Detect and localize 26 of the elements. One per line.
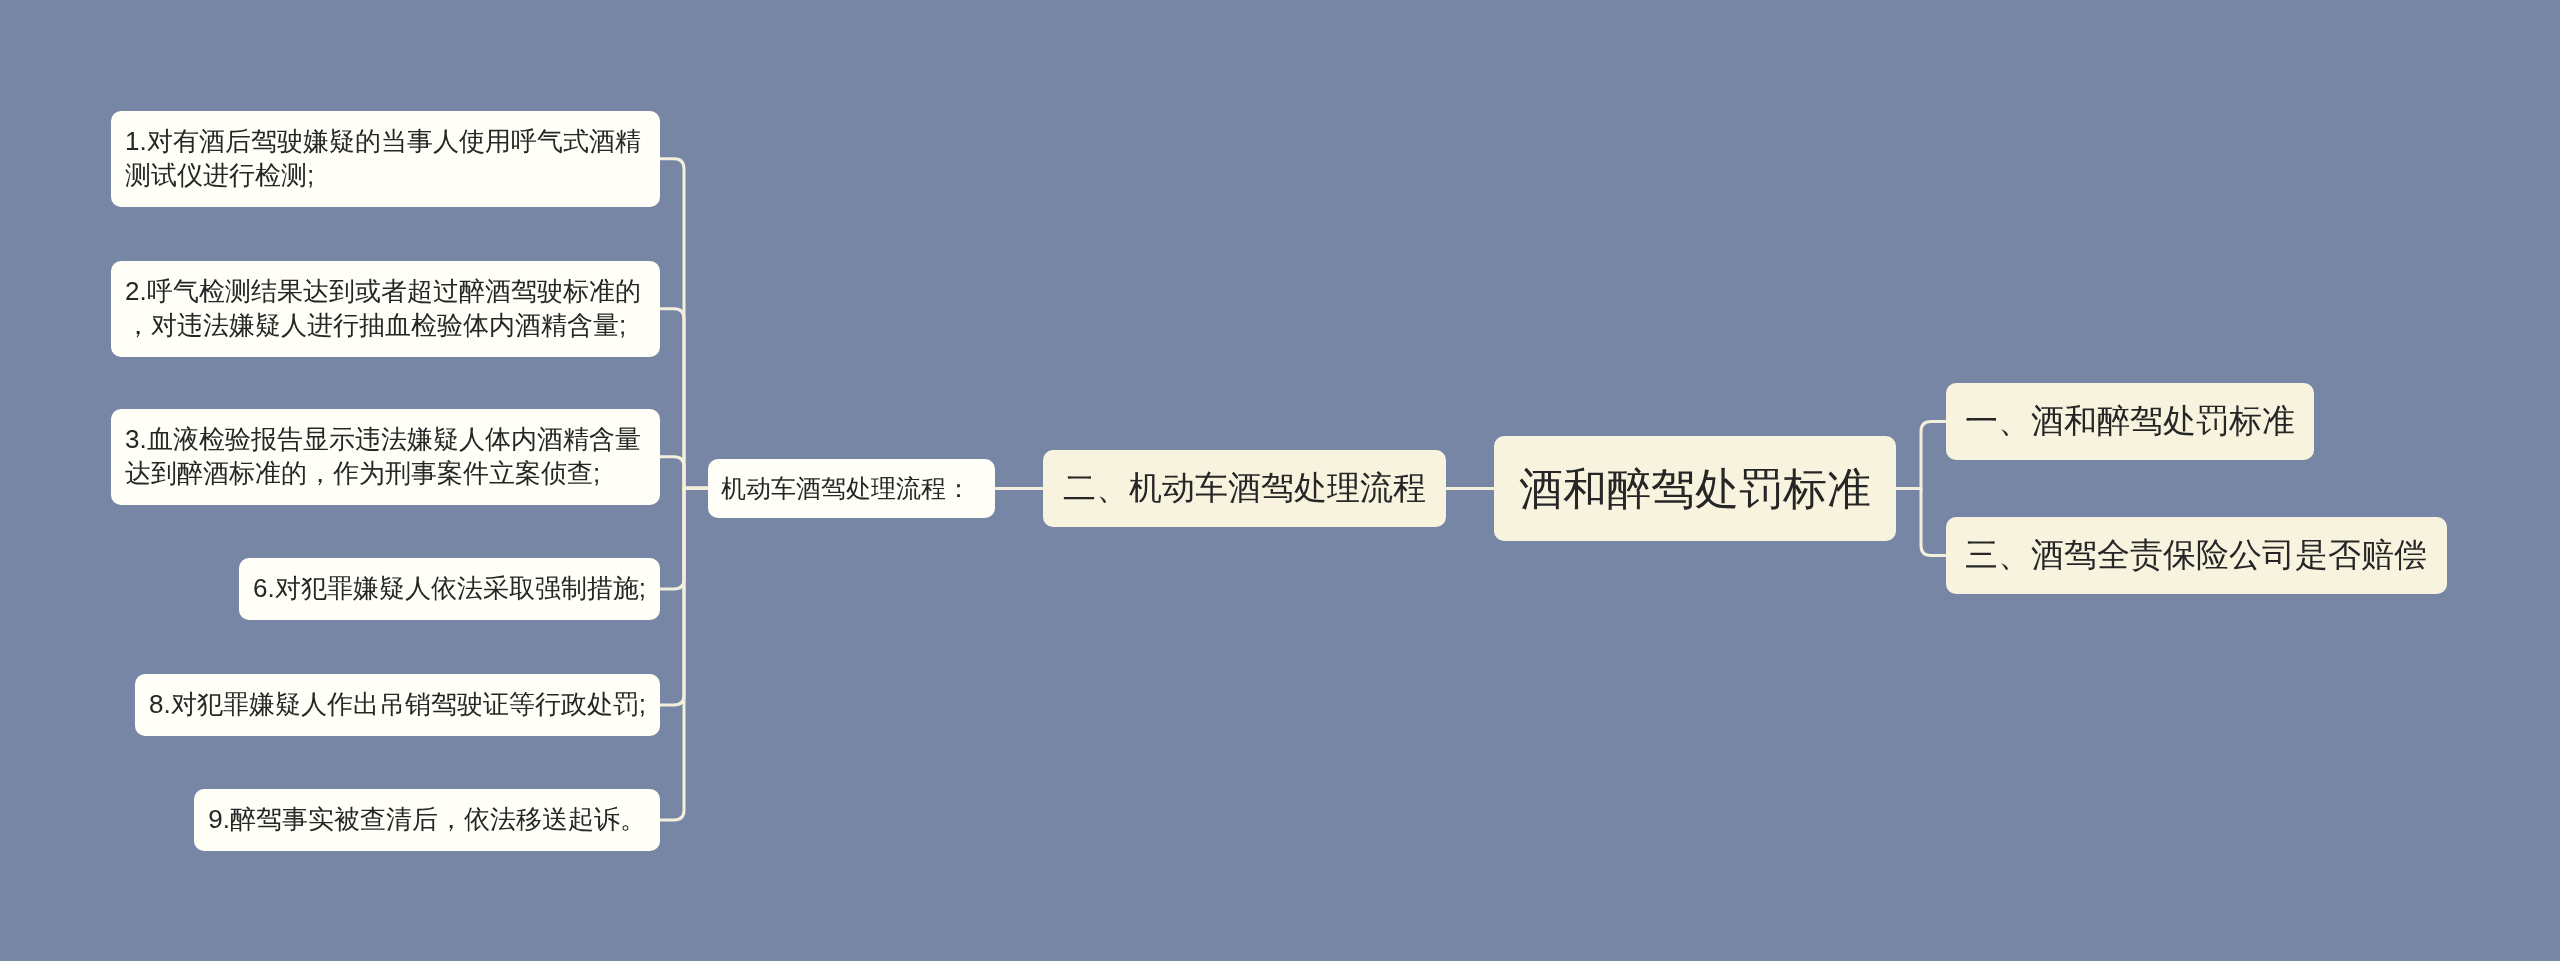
- subtopic-card: [111, 409, 660, 505]
- subtopic-card: [194, 789, 660, 851]
- subtopic-card: [135, 674, 660, 736]
- topic-text: 2.呼气检测结果达到或者超过醉酒驾驶标准的，对违法嫌疑人进行抽血检验体内酒精含量;: [125, 275, 642, 342]
- subtopic-card: [708, 459, 995, 518]
- topic-text: 8.对犯罪嫌疑人作出吊销驾驶证等行政处罚;: [149, 688, 646, 721]
- main-topic-card: [1043, 450, 1446, 527]
- topic-text: 3.血液检验报告显示违法嫌疑人体内酒精含量达到醉酒标准的，作为刑事案件立案侦查;: [125, 423, 642, 490]
- connector-line: [1444, 487, 1496, 491]
- connector-line: [993, 486, 1045, 490]
- subtopic-card: [111, 261, 660, 357]
- subtopic-card: [239, 558, 660, 620]
- topic-text: 9.醉驾事实被查清后，依法移送起诉。: [208, 803, 646, 836]
- topic-text: 机动车酒驾处理流程：: [721, 473, 972, 504]
- topic-text: 1.对有酒后驾驶嫌疑的当事人使用呼气式酒精测试仪进行检测;: [125, 125, 642, 192]
- topic-text: 二、机动车酒驾处理流程: [1063, 468, 1426, 508]
- main-topic-card: [1946, 517, 2447, 594]
- main-topic-card: [1946, 383, 2314, 460]
- subtopic-card: [111, 111, 660, 207]
- topic-text: 酒和醉驾处罚标准: [1519, 463, 1871, 515]
- topic-text: 三、酒驾全责保险公司是否赔偿: [1965, 535, 2428, 575]
- topic-text: 6.对犯罪嫌疑人依法采取强制措施;: [253, 572, 646, 605]
- connector-line: [1894, 487, 1948, 557]
- topic-text: 一、酒和醉驾处罚标准: [1965, 401, 2295, 441]
- central-topic-card: [1494, 436, 1896, 542]
- connector-line: [658, 486, 710, 822]
